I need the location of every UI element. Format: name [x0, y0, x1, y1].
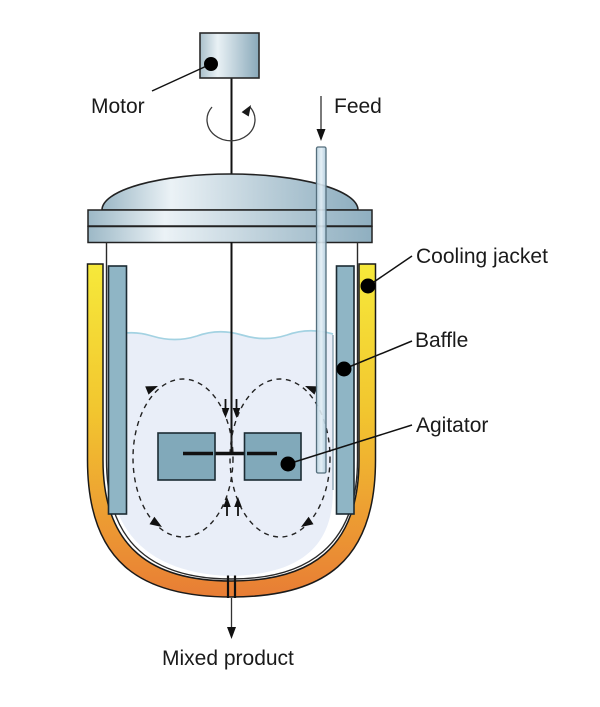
- vessel-wall: [105, 242, 359, 580]
- leader-baffle: [343, 340, 413, 370]
- baffle-right: [335, 265, 355, 515]
- flow-arrowhead-icon: [149, 516, 162, 527]
- dot-agitator: [280, 456, 296, 472]
- vessel-lid-dome: [101, 173, 359, 211]
- leader-lines: [151, 63, 413, 465]
- motor-box: [199, 32, 260, 79]
- label-feed: Feed: [334, 95, 382, 118]
- liquid-surface-wave: [107, 329, 334, 341]
- feed-tube: [315, 146, 327, 474]
- label-agitator: Agitator: [416, 414, 488, 437]
- agitator-blade-left: [157, 432, 216, 481]
- flow-arrowhead-icon: [221, 408, 230, 418]
- feed-arrowhead-icon: [316, 129, 326, 141]
- flow-arrowhead-icon: [234, 497, 242, 507]
- leader-cooling-jacket: [367, 255, 413, 287]
- leader-agitator: [287, 424, 413, 465]
- label-cooling-jacket: Cooling jacket: [416, 245, 548, 268]
- flow-arrowhead-icon: [145, 386, 158, 395]
- vessel-flange-bottom: [87, 225, 373, 244]
- label-mixed-product: Mixed product: [162, 647, 294, 670]
- flow-loop-left: [132, 378, 234, 538]
- baffle-left: [107, 265, 128, 515]
- vessel-flange-top: [87, 209, 373, 227]
- dot-cooling-jacket: [360, 278, 376, 294]
- rotation-arrow-arc: [206, 106, 256, 142]
- cooling-jacket: [86, 263, 377, 598]
- label-baffle: Baffle: [415, 329, 468, 352]
- flow-arrowhead-icon: [301, 516, 314, 527]
- agitator-blade-right: [243, 432, 302, 481]
- dot-baffle: [336, 361, 352, 377]
- flow-arrowhead-icon: [305, 386, 318, 395]
- flow-loop-right: [229, 378, 331, 538]
- flow-arrowhead-icon: [232, 408, 241, 418]
- rotation-arrowhead-icon: [241, 105, 251, 117]
- leader-motor: [151, 63, 212, 92]
- flow-arrowhead-icon: [223, 497, 231, 507]
- mixed-product-arrowhead-icon: [227, 627, 236, 639]
- dot-motor: [204, 57, 218, 71]
- label-motor: Motor: [91, 95, 145, 118]
